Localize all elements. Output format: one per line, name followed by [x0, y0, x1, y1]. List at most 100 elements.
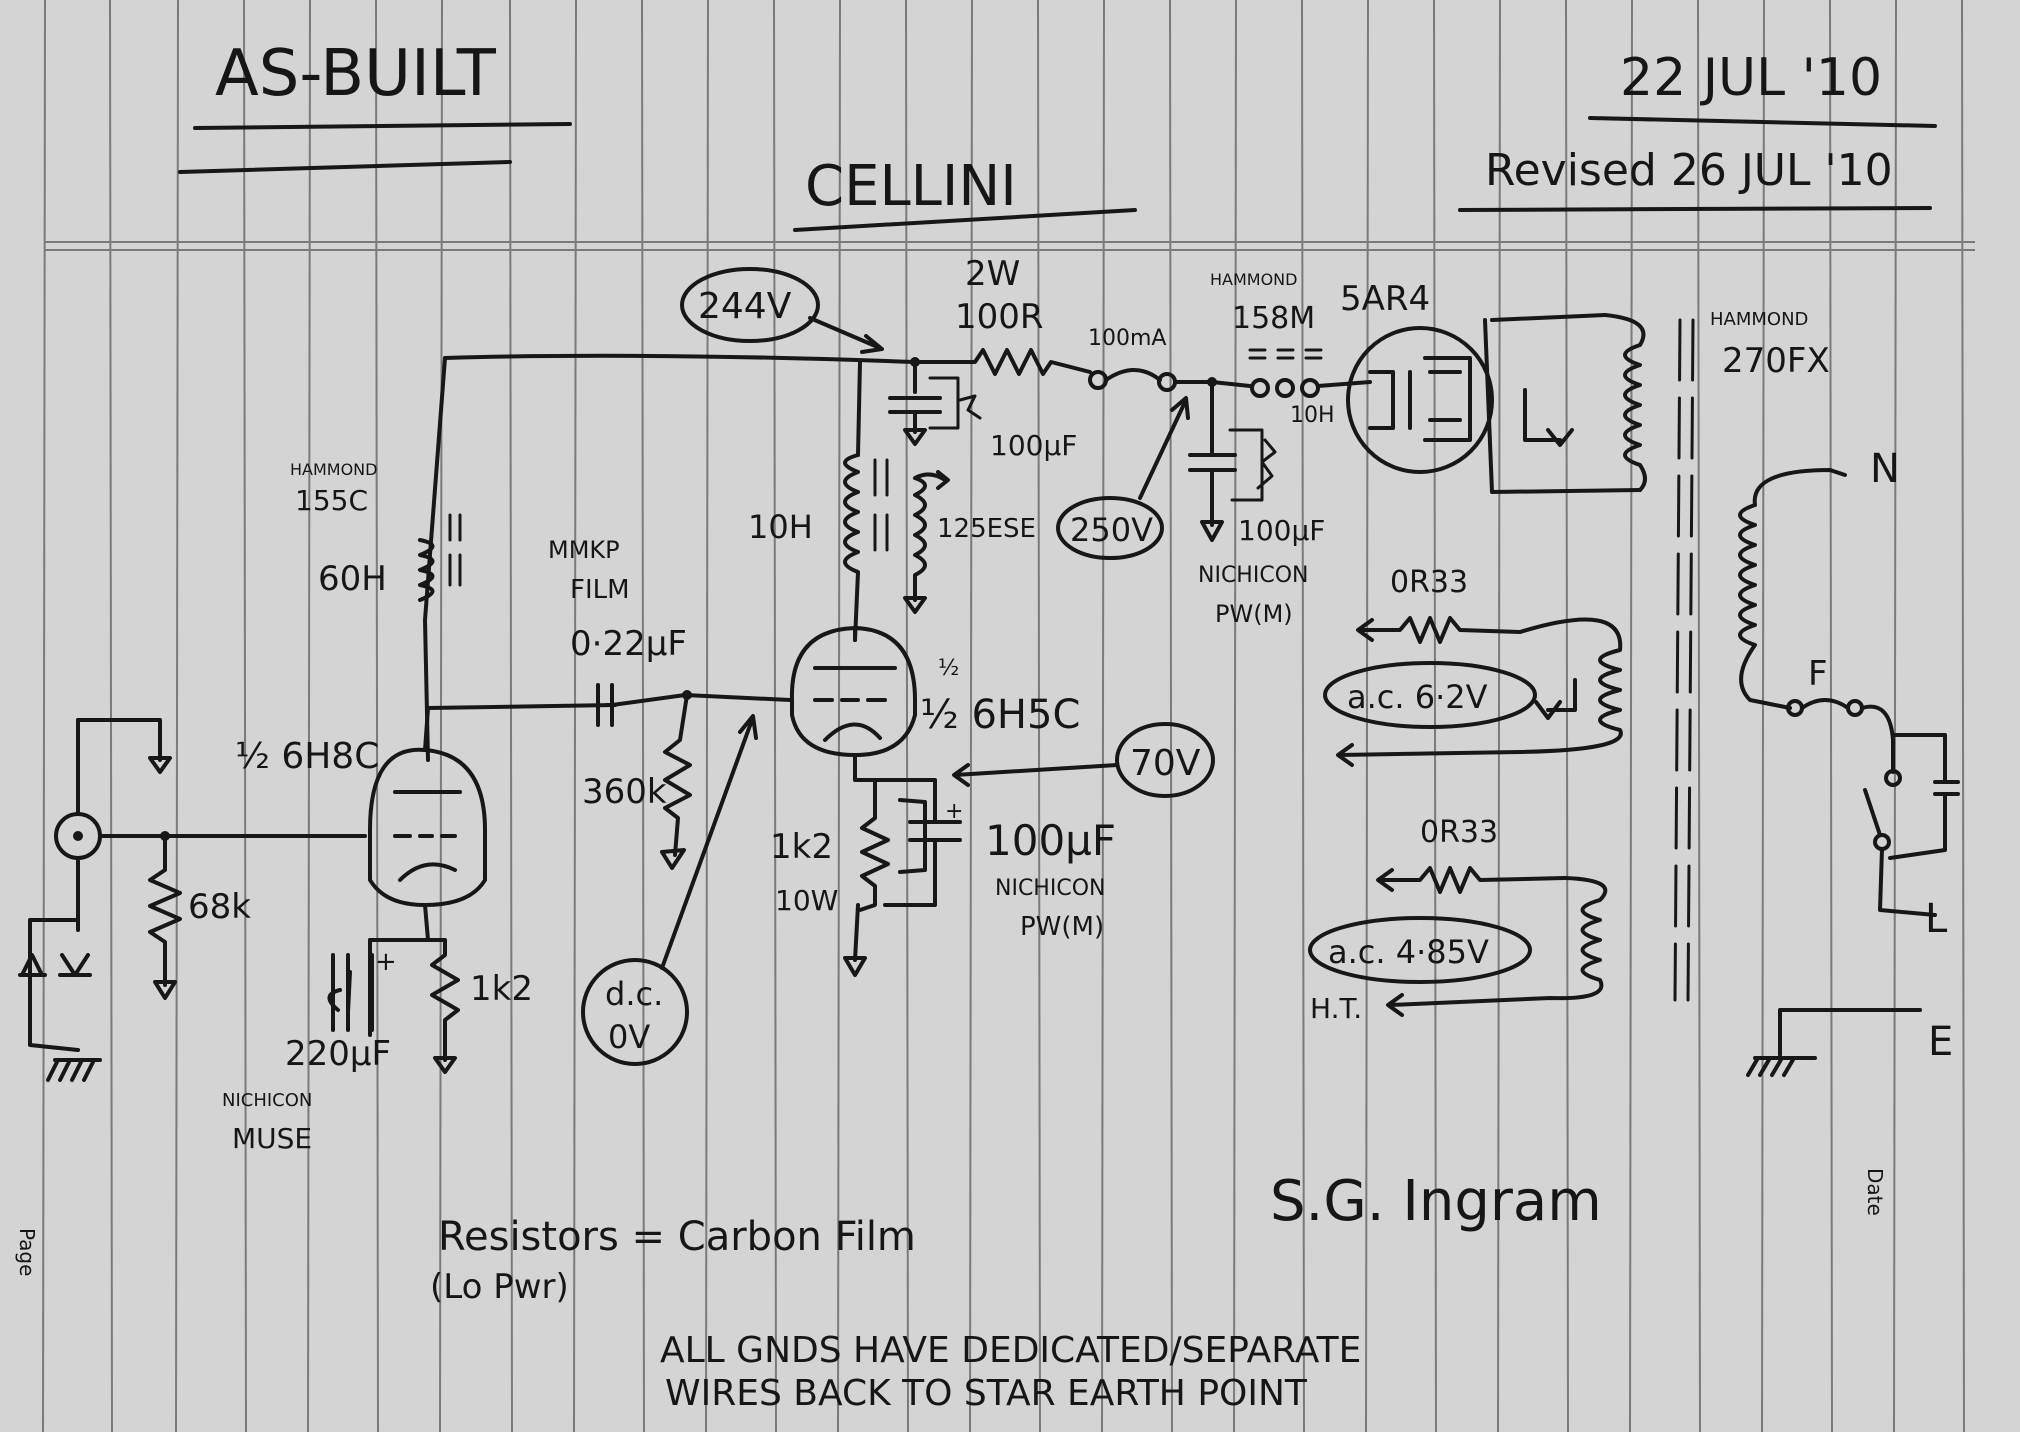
paper-rule-line — [375, 0, 379, 1432]
ht-label: H.T. — [1310, 992, 1362, 1025]
choke-inductance: 10H — [1290, 403, 1335, 428]
input-cathode-cap-value: 220µF — [285, 1034, 391, 1074]
mains-suppression-cap — [1878, 733, 1960, 917]
mains-switch-wire — [1860, 704, 1895, 774]
input-cathode-resistor — [368, 938, 460, 1074]
input-jack-centre — [73, 831, 83, 841]
series-resistor-value: 100R — [955, 297, 1044, 337]
paper-rule-line — [1233, 0, 1237, 1432]
rectifier-tube-label: 5AR4 — [1340, 279, 1430, 319]
paper-rule-line — [509, 0, 513, 1432]
output-tube-envelope — [789, 626, 917, 757]
heater-voltage-1: a.c. 6·2V — [1347, 678, 1488, 716]
choke-brand: HAMMOND — [1210, 270, 1297, 289]
rectifier-out-voltage: 250V — [1070, 511, 1153, 549]
output-stage-section: 10H 125ESE ½ ½ 6H5C 70V 1k2 10W + 100µF … — [748, 360, 1215, 977]
output-cathode-cap-brand: NICHICON — [995, 876, 1105, 901]
paper-rule-line — [641, 0, 645, 1432]
paper-rule-line — [439, 0, 443, 1432]
paper-rule-line — [1893, 0, 1897, 1432]
rectifier-tube-electrodes — [1368, 356, 1472, 442]
coupling-cap-type-1: MMKP — [548, 536, 620, 564]
mains-primary-coil — [1738, 468, 1847, 710]
paper-rule-line — [1169, 0, 1173, 1432]
heater-resistor-1-zigzag — [1356, 616, 1522, 644]
heater-winding-1 — [1336, 617, 1623, 767]
input-choke-brand: HAMMOND — [290, 460, 377, 479]
paper-rule-line — [773, 0, 777, 1432]
coupling-cap-value: 0·22µF — [570, 624, 687, 664]
output-cathode-resistor-power: 10W — [775, 884, 838, 917]
revised-underline — [1458, 206, 1932, 212]
paper-rule-line — [705, 0, 709, 1432]
page-title: CELLINI — [805, 154, 1017, 219]
date-margin-label: Date — [1863, 1168, 1887, 1216]
paper-rule-line — [1365, 0, 1369, 1432]
paper-rule-line — [1301, 0, 1305, 1432]
heater-1-ground — [1534, 678, 1577, 720]
filter-cap-series: PW(M) — [1215, 600, 1293, 628]
output-cathode-cap-series: PW(M) — [1020, 912, 1104, 942]
dc-label: d.c. — [605, 975, 663, 1013]
paper-rule-line — [175, 0, 179, 1432]
input-choke-inductance: 60H — [318, 559, 387, 599]
output-plate-feed-wire — [856, 360, 862, 457]
coupling-grid-resistor-value: 360k — [582, 772, 667, 812]
output-tube-label: ½ 6H5C — [920, 692, 1080, 738]
earth-ground — [1746, 1008, 1922, 1077]
input-stage-section: HAMMOND 155C 60H 68k ½ 6H8C 1k2 + 220µF … — [18, 460, 617, 1155]
cathode-voltage: 70V — [1130, 743, 1201, 784]
b-plus-rail-wire — [443, 353, 917, 364]
mains-switch-top — [1884, 769, 1902, 787]
input-cathode-cap-plus: + — [375, 947, 397, 977]
reservoir-capacitor — [888, 360, 942, 446]
filter-cap-value: 100µF — [1238, 514, 1325, 547]
coupling-cap-type-2: FILM — [570, 575, 630, 605]
paper-rule-line — [1829, 0, 1833, 1432]
resistor-note-power: (Lo Pwr) — [430, 1267, 569, 1307]
output-transformer-coil — [903, 470, 950, 614]
choke-model: 158M — [1232, 301, 1315, 336]
heater-resistor-2-zigzag — [1376, 866, 1567, 894]
input-grid-resistor: 68k — [188, 887, 251, 927]
input-tube-electrodes — [393, 790, 462, 882]
signature: S.G. Ingram — [1270, 1169, 1602, 1234]
ground-note-line-1: ALL GNDS HAVE DEDICATED/SEPARATE — [660, 1330, 1361, 1371]
input-chassis-ground — [46, 1058, 102, 1082]
paper-rule-line — [109, 0, 113, 1432]
filter-cap-brand: NICHICON — [1198, 563, 1308, 588]
choke-coil-1 — [1250, 378, 1270, 398]
title-underline — [793, 208, 1137, 232]
rectifier-tube-envelope — [1346, 326, 1494, 474]
cathode-voltage-arrow — [952, 763, 1119, 787]
b-plus-arrow — [808, 316, 884, 354]
dc-zero-volt-arrow — [660, 714, 758, 970]
paper-rule-line — [42, 0, 46, 1432]
fuse-element — [1104, 368, 1162, 382]
input-protection-diodes — [18, 918, 92, 1052]
output-choke-inductance: 10H — [748, 508, 813, 546]
reservoir-capacitor-bank — [928, 376, 982, 430]
mains-f-label: F — [1808, 654, 1828, 694]
input-tube-envelope — [368, 747, 487, 907]
choke-coil-3 — [1300, 378, 1320, 398]
input-tube-label: ½ 6H8C — [235, 736, 379, 777]
output-cathode-resistor-value: 1k2 — [770, 827, 833, 867]
as-built-underline — [178, 122, 572, 174]
paper-rule-line — [969, 0, 973, 1432]
heater-winding-2 — [1386, 876, 1608, 1017]
output-tube-leads — [853, 626, 877, 782]
input-jack-top-wire — [76, 718, 162, 762]
input-cathode-cap-series: MUSE — [232, 1122, 312, 1155]
ht-centre-tap-ground — [1523, 388, 1574, 447]
as-built-label: AS-BUILT — [215, 37, 497, 111]
choke-wires — [1210, 380, 1372, 388]
input-cathode-capacitor — [327, 938, 374, 1037]
series-resistor-power: 2W — [965, 254, 1020, 294]
input-choke-coil — [418, 538, 435, 602]
output-choke-coil — [843, 453, 860, 642]
mains-switch-bottom — [1873, 833, 1891, 851]
mains-fuse — [1800, 698, 1850, 710]
paper-rule-line — [1565, 0, 1569, 1432]
